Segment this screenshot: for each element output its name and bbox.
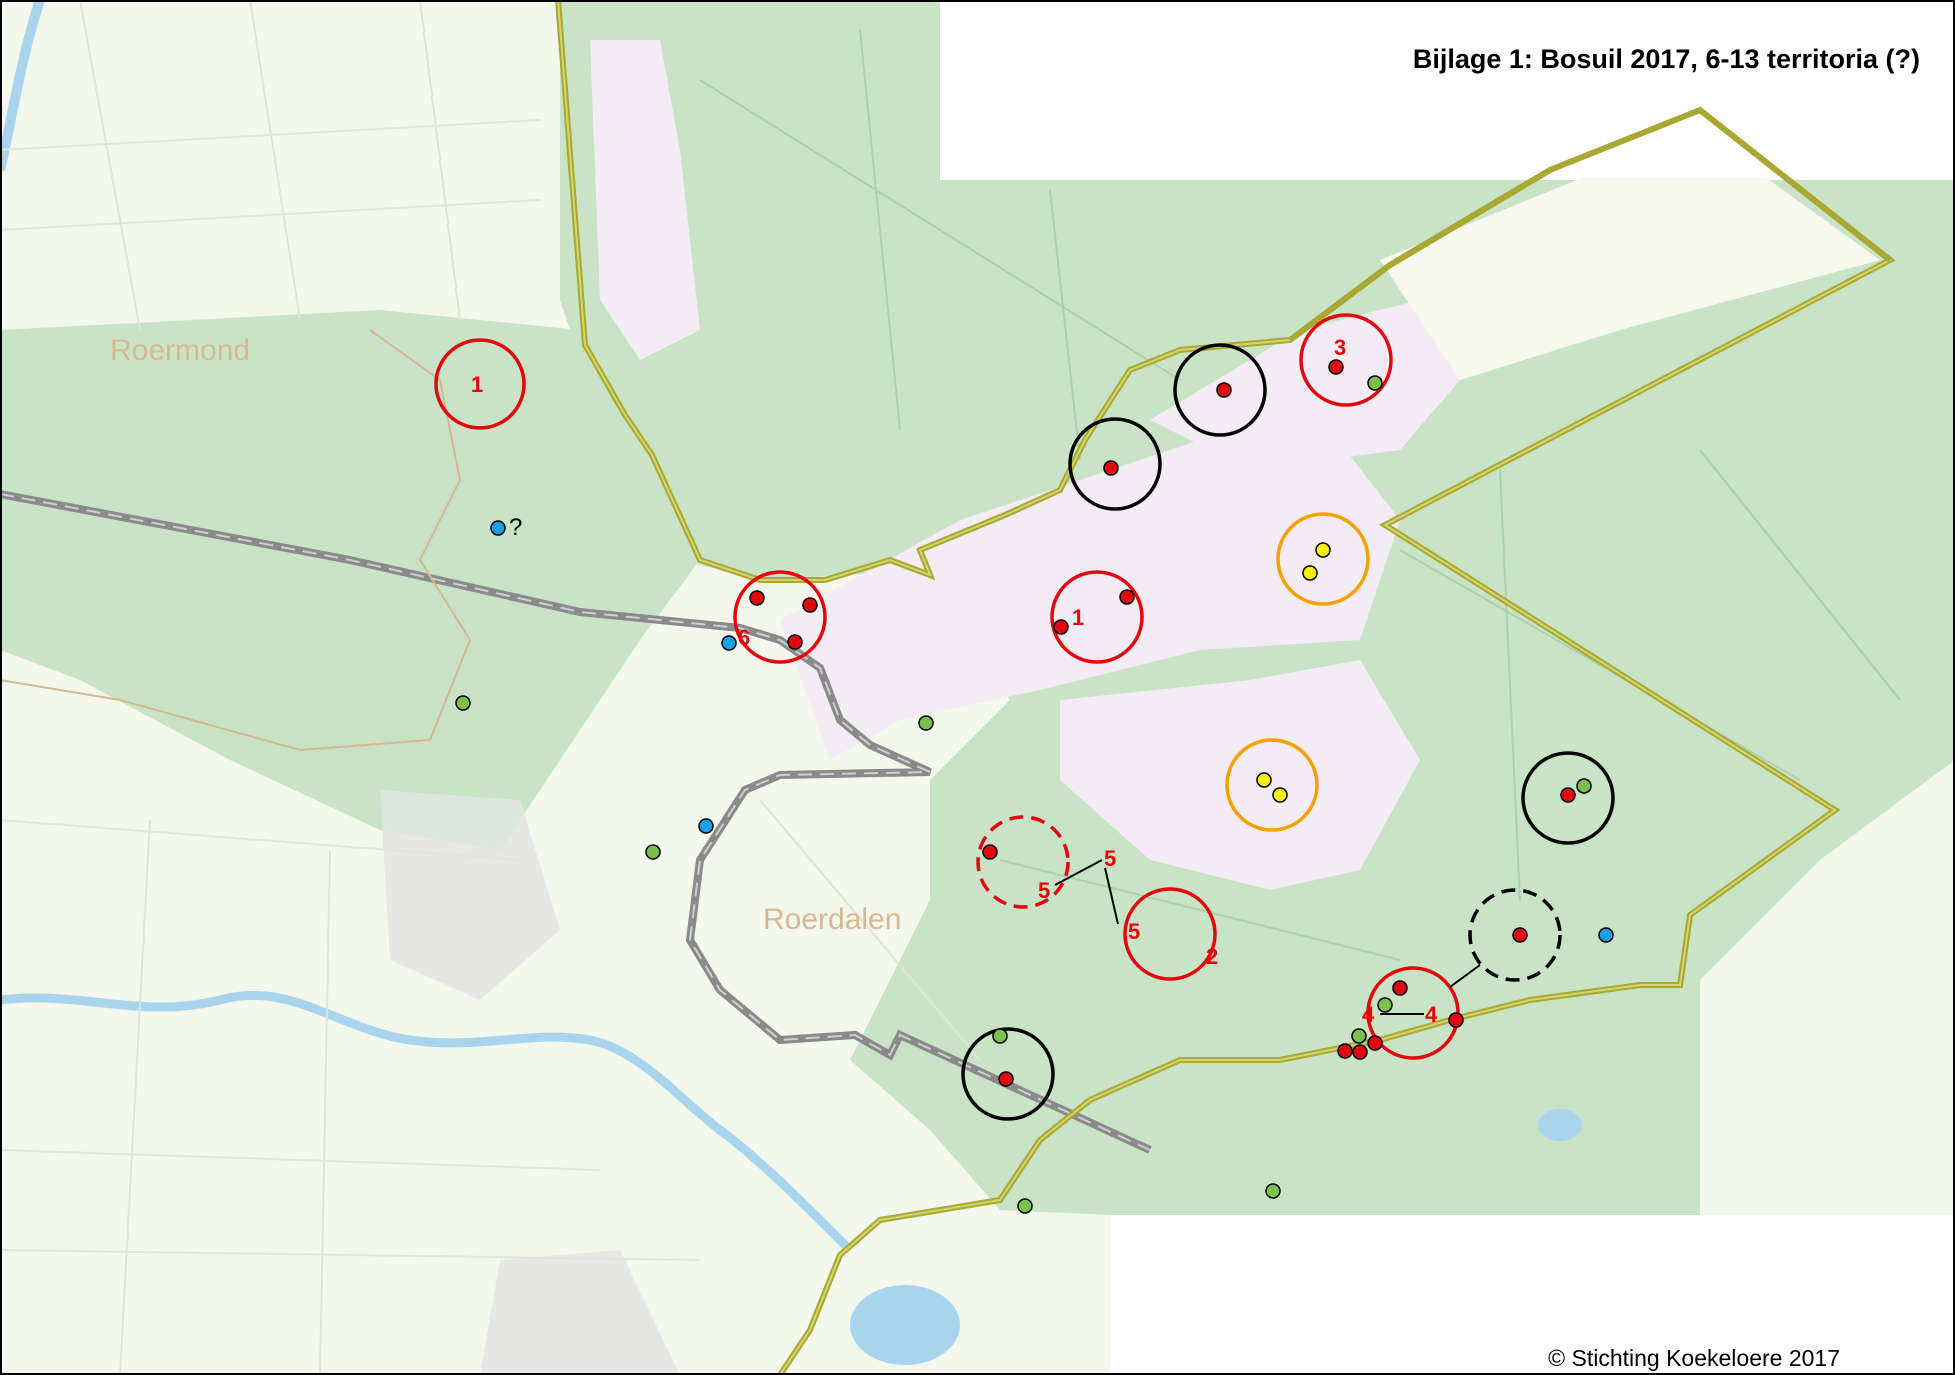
obs-red[interactable] (998, 1071, 1014, 1087)
obs-yellow[interactable] (1256, 772, 1272, 788)
territory-circle-black-dashed[interactable] (1468, 888, 1562, 982)
territory-label: 5 (1038, 878, 1050, 903)
copyright-credit: © Stichting Koekeloere 2017 (1548, 1345, 1840, 1371)
obs-green[interactable] (1367, 375, 1383, 391)
lake-south (850, 1285, 960, 1365)
obs-blue[interactable] (721, 635, 737, 651)
obs-yellow[interactable] (1315, 542, 1331, 558)
place-name-roerdalen: Roerdalen (763, 903, 901, 936)
territory-label: 1 (471, 372, 483, 397)
map-title: Bijlage 1: Bosuil 2017, 6-13 territoria … (1412, 44, 1920, 74)
obs-blue[interactable] (1598, 927, 1614, 943)
obs-red[interactable] (1367, 1035, 1383, 1051)
territory-circle-black-3[interactable] (1521, 751, 1615, 845)
territory-circle-2[interactable] (1123, 887, 1217, 981)
obs-green[interactable] (1576, 778, 1592, 794)
territory-label: 2 (1206, 944, 1218, 969)
forest-area-south (930, 980, 1700, 1215)
territory-label: 5 (1128, 919, 1140, 944)
connector-5-a (1054, 859, 1103, 886)
obs-green[interactable] (1265, 1183, 1281, 1199)
obs-red[interactable] (1512, 927, 1528, 943)
heath-area-east (1060, 660, 1420, 890)
obs-yellow[interactable] (1272, 787, 1288, 803)
territory-circle-yellow-2[interactable] (1225, 738, 1319, 832)
obs-green[interactable] (1017, 1198, 1033, 1214)
obs-red[interactable] (1053, 619, 1069, 635)
obs-red[interactable] (1328, 359, 1344, 375)
obs-green[interactable] (918, 715, 934, 731)
forest-lines (699, 29, 1901, 961)
town-area (380, 790, 560, 1000)
obs-red[interactable] (1337, 1043, 1353, 1059)
territory-circle-1-central[interactable] (1050, 570, 1144, 664)
territory-circle-6[interactable] (733, 570, 827, 664)
territory-label: 3 (1334, 335, 1346, 360)
question-mark: ? (509, 514, 522, 541)
territory-circle-black-2[interactable] (1173, 343, 1267, 437)
territory-label: 6 (738, 625, 750, 650)
farmland-north-east (1380, 130, 1880, 380)
observations-green (455, 375, 1592, 1214)
heath-area-north-east (1150, 300, 1460, 470)
lake-east (1538, 1109, 1582, 1141)
obs-red[interactable] (1119, 589, 1135, 605)
territory-circle-5-dashed[interactable] (976, 815, 1070, 909)
observations-red (749, 359, 1576, 1087)
obs-red[interactable] (982, 844, 998, 860)
obs-blue[interactable] (698, 818, 714, 834)
territory-label: 4 (1362, 1002, 1375, 1027)
obs-red[interactable] (802, 597, 818, 613)
obs-yellow[interactable] (1302, 565, 1318, 581)
river-north-west (0, 0, 45, 172)
heath-area-central (780, 430, 1400, 760)
obs-green[interactable] (1377, 997, 1393, 1013)
connector-4-dashed (1449, 964, 1481, 988)
place-name-roermond: Roermond (110, 334, 250, 367)
territory-label: 1 (1072, 605, 1084, 630)
inset-blank-bottom (1112, 1217, 1953, 1373)
town-area-south (480, 1250, 680, 1375)
obs-red[interactable] (1103, 460, 1119, 476)
obs-green[interactable] (645, 844, 661, 860)
territory-circle-3[interactable] (1299, 313, 1393, 407)
obs-red[interactable] (749, 590, 765, 606)
territory-label: 5 (1104, 846, 1116, 871)
observations-blue (490, 520, 1614, 943)
territory-label: 4 (1425, 1002, 1438, 1027)
obs-red[interactable] (1392, 980, 1408, 996)
obs-blue[interactable] (490, 520, 506, 536)
field-lines (0, 0, 981, 1375)
obs-red[interactable] (1448, 1012, 1464, 1028)
territory-circle-black-1[interactable] (1068, 417, 1162, 511)
obs-green[interactable] (992, 1028, 1008, 1044)
obs-red[interactable] (1352, 1044, 1368, 1060)
study-area-boundary-top (1288, 106, 1892, 343)
obs-red[interactable] (1560, 787, 1576, 803)
connector-5-b (1104, 867, 1119, 925)
territory-circle-black-4[interactable] (961, 1027, 1055, 1121)
obs-red[interactable] (787, 634, 803, 650)
observations-yellow (1256, 542, 1331, 803)
territory-circle-yellow-1[interactable] (1276, 512, 1370, 606)
obs-green[interactable] (455, 695, 471, 711)
obs-green[interactable] (1351, 1028, 1367, 1044)
river (0, 990, 854, 1254)
heath-area-north (590, 40, 700, 360)
municipal-border-dash (0, 493, 1151, 1151)
inset-blank-top (942, 2, 1953, 178)
territory-circle-1-west[interactable] (434, 338, 526, 430)
obs-red[interactable] (1216, 382, 1232, 398)
